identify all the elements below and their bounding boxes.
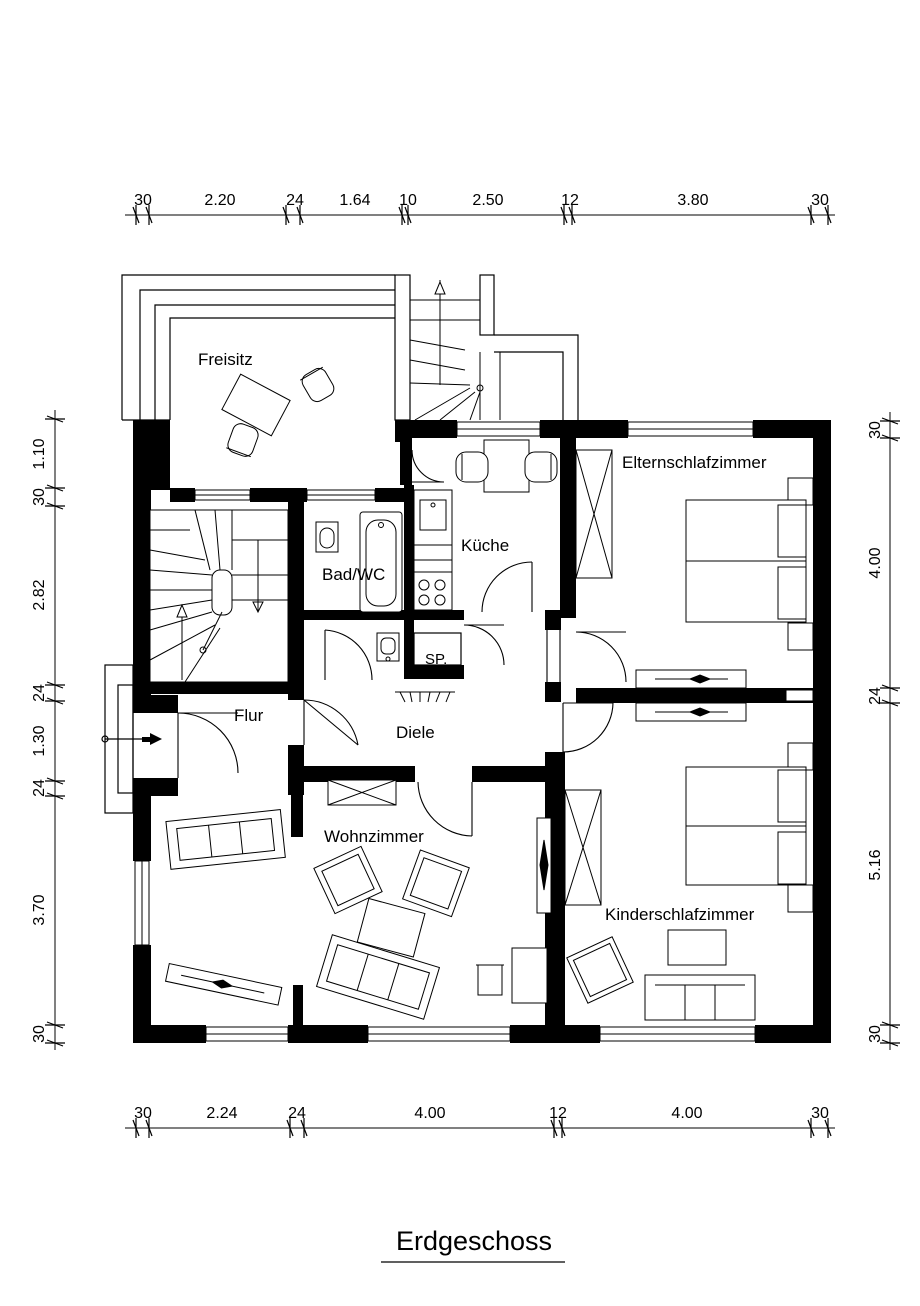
dimension-top-labels: 30 2.20 24 1.64 10 2.50 12 3.80 30 <box>134 192 829 209</box>
dim-bottom-5: 12 <box>549 1105 567 1122</box>
dim-bottom-7: 30 <box>811 1105 829 1122</box>
terrace-furniture <box>221 366 335 458</box>
dim-top-1: 30 <box>134 192 152 209</box>
dim-top-4: 1.64 <box>339 192 370 209</box>
dim-bottom-3: 24 <box>288 1105 306 1122</box>
dim-left-7: 3.70 <box>31 894 48 925</box>
dim-top-2: 2.20 <box>204 192 235 209</box>
dim-bottom-4: 4.00 <box>414 1105 445 1122</box>
plan-title: Erdgeschoss <box>381 1226 565 1263</box>
dimension-left <box>45 410 65 1050</box>
dim-top-3: 24 <box>286 192 304 209</box>
outside-stairs <box>394 274 579 421</box>
room-label-kinderschlafzimmer: Kinderschlafzimmer <box>605 905 755 924</box>
dim-right-3: 24 <box>867 687 884 705</box>
dim-right-1: 30 <box>867 421 884 439</box>
kids-bedroom-furniture <box>564 742 814 1021</box>
dim-right-5: 30 <box>867 1025 884 1043</box>
kitchen-fixtures <box>413 439 558 611</box>
diele-shelf <box>395 691 455 703</box>
entrance-steps <box>101 664 162 814</box>
dim-left-4: 24 <box>31 684 48 702</box>
dimension-right <box>880 412 900 1050</box>
master-bedroom-furniture <box>575 449 814 722</box>
dimension-left-labels: 1.10 30 2.82 24 1.30 24 3.70 30 <box>31 438 48 1043</box>
bathroom-fixtures <box>315 511 403 662</box>
room-label-elternschlafzimmer: Elternschlafzimmer <box>622 453 767 472</box>
dim-top-8: 3.80 <box>677 192 708 209</box>
room-label-bad-wc: Bad/WC <box>322 565 385 584</box>
dimension-right-labels: 30 4.00 24 5.16 30 <box>867 421 884 1043</box>
dim-right-2: 4.00 <box>867 547 884 578</box>
page-title: Erdgeschoss <box>396 1226 552 1256</box>
dimension-bottom <box>125 1118 835 1138</box>
dim-left-5: 1.30 <box>31 725 48 756</box>
dim-left-3: 2.82 <box>31 579 48 610</box>
dim-top-7: 12 <box>561 192 579 209</box>
dim-left-1: 1.10 <box>31 438 48 469</box>
dim-top-6: 2.50 <box>472 192 503 209</box>
dim-left-8: 30 <box>31 1025 48 1043</box>
dim-top-9: 30 <box>811 192 829 209</box>
dim-top-5: 10 <box>399 192 417 209</box>
doors <box>177 449 627 837</box>
room-label-wohnzimmer: Wohnzimmer <box>324 827 424 846</box>
dim-bottom-2: 2.24 <box>206 1105 237 1122</box>
interior-stairs <box>149 509 289 683</box>
dim-left-2: 30 <box>31 488 48 506</box>
room-label-speisekammer: SP. <box>425 651 447 668</box>
room-label-diele: Diele <box>396 723 435 742</box>
room-label-flur: Flur <box>234 706 264 725</box>
dimension-top <box>125 205 835 225</box>
dim-bottom-1: 30 <box>134 1105 152 1122</box>
room-label-kueche: Küche <box>461 536 509 555</box>
room-label-freisitz: Freisitz <box>198 350 253 369</box>
pantry <box>413 632 462 666</box>
dimension-bottom-labels: 30 2.24 24 4.00 12 4.00 30 <box>134 1105 829 1122</box>
dim-left-6: 24 <box>31 779 48 797</box>
dim-bottom-6: 4.00 <box>671 1105 702 1122</box>
room-labels: Freisitz Elternschlafzimmer Küche Bad/WC… <box>198 350 767 924</box>
dim-right-4: 5.16 <box>867 849 884 880</box>
walls <box>133 420 831 1043</box>
living-room-furniture <box>164 779 552 1020</box>
windows <box>134 421 814 1042</box>
